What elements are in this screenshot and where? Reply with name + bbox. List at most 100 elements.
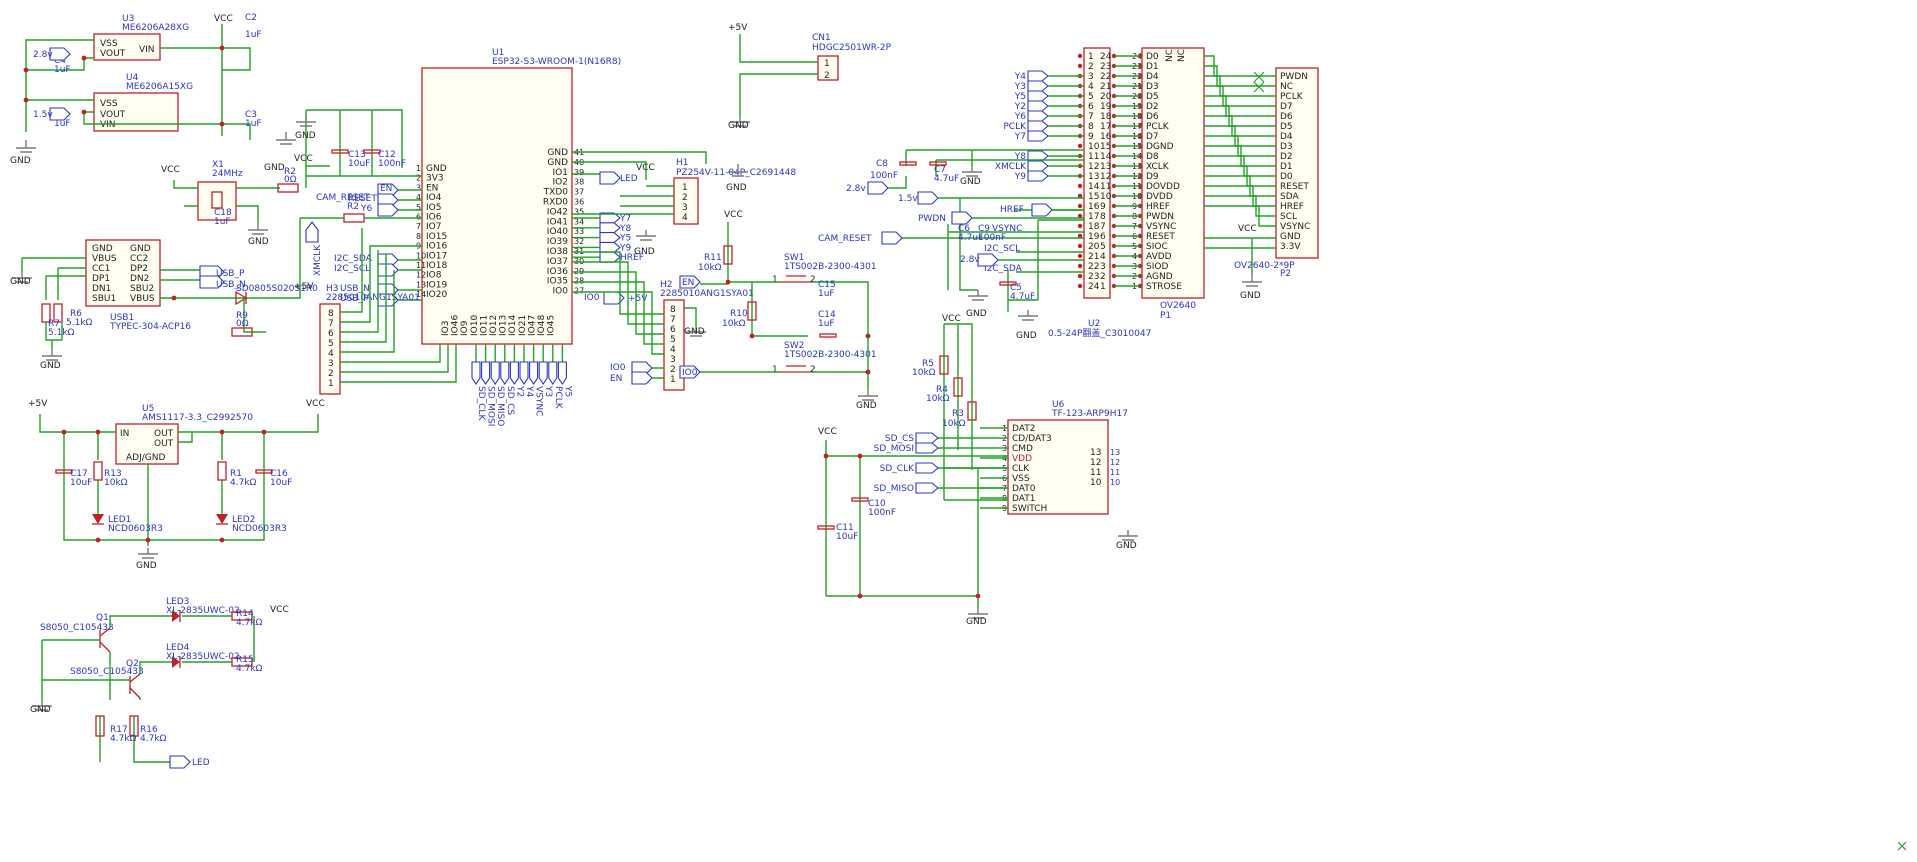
mcu-pin-label: IO11 (479, 315, 489, 336)
bottom-net-label: Y5 (562, 385, 572, 397)
net-label-usb-n (199, 275, 225, 289)
camera-pin-label: SIOD (1146, 262, 1168, 272)
fpc-net-label: Y9 (1014, 172, 1026, 182)
mcu-pin-label: IO18 (426, 261, 447, 271)
svg-text:6: 6 (1100, 232, 1106, 242)
svg-text:1.5v: 1.5v (33, 110, 53, 120)
svg-text:10uF: 10uF (270, 478, 292, 488)
net-label-1v5 (49, 107, 71, 121)
svg-text:10uF: 10uF (348, 159, 370, 169)
mcu-pin-label: IO19 (426, 280, 447, 290)
svg-text:VBUS: VBUS (92, 254, 117, 264)
camera-pin-label: AGND (1146, 272, 1173, 282)
mcu-pin-label: IO40 (547, 227, 568, 237)
svg-text:13: 13 (1088, 172, 1099, 182)
transistor-q2: Q2 S8050_C105433 (70, 659, 144, 699)
svg-text:R14: R14 (236, 609, 254, 619)
svg-text:CAM_RESET: CAM_RESET (818, 234, 872, 244)
sd-net-label: SD_CLK (880, 464, 915, 474)
svg-text:23: 23 (1100, 62, 1111, 72)
svg-text:4: 4 (1100, 252, 1106, 262)
svg-text:11: 11 (1090, 468, 1101, 478)
svg-text:6: 6 (670, 325, 676, 335)
svg-text:VCC: VCC (270, 605, 289, 615)
svg-text:ME6206A15XG: ME6206A15XG (126, 82, 193, 92)
svg-text:2: 2 (810, 275, 816, 285)
svg-text:XL-2835UWC-02: XL-2835UWC-02 (166, 606, 240, 616)
fpc-net-label: Y8 (1014, 152, 1026, 162)
svg-text:10kΩ: 10kΩ (698, 263, 722, 273)
svg-text:C7: C7 (934, 165, 946, 175)
svg-text:6: 6 (1088, 102, 1094, 112)
mcu-pin-label: IO12 (489, 315, 499, 336)
svg-text:2: 2 (824, 71, 830, 81)
svg-text:4.7uF: 4.7uF (1010, 292, 1035, 302)
transistor-q1: Q1 S8050_C105433 (40, 613, 114, 653)
svg-text:0Ω: 0Ω (284, 175, 297, 185)
svg-text:19: 19 (1088, 232, 1100, 242)
header-h2: H2 2285010ANG1SYA01 (660, 280, 754, 391)
svg-text:37: 37 (574, 188, 584, 197)
svg-text:17: 17 (1100, 122, 1111, 132)
fpc-net-label: PCLK (1003, 122, 1027, 132)
mcu-pin-label: IO4 (426, 193, 442, 203)
svg-text:VCC: VCC (636, 163, 655, 173)
svg-text:100nF: 100nF (378, 159, 406, 169)
mcu-esp32: U1 ESP32-S3-WROOM-1(N16R8) (421, 48, 621, 345)
svg-text:2.8v: 2.8v (33, 50, 53, 60)
svg-text:2: 2 (670, 365, 676, 375)
mcu-pin-label: GND (547, 158, 568, 168)
svg-text:39: 39 (574, 168, 584, 177)
svg-text:11: 11 (1110, 468, 1120, 477)
svg-text:VIN: VIN (100, 120, 116, 130)
p2-pin-label: PCLK (1280, 92, 1304, 102)
svg-text:3: 3 (328, 359, 334, 369)
sd-pin-label: CLK (1012, 464, 1030, 474)
svg-text:SW1: SW1 (784, 253, 804, 263)
svg-text:8: 8 (1088, 122, 1094, 132)
svg-text:CC2: CC2 (130, 254, 148, 264)
svg-text:GND: GND (10, 156, 31, 166)
svg-text:7: 7 (328, 319, 334, 329)
svg-text:16: 16 (1100, 132, 1112, 142)
svg-text:VCC: VCC (294, 154, 313, 164)
camera-pin-label: D7 (1146, 132, 1159, 142)
svg-text:2: 2 (1088, 62, 1094, 72)
svg-text:GND: GND (726, 183, 747, 193)
svg-text:ADJ/GND: ADJ/GND (126, 453, 165, 463)
mcu-pin-label: IO13 (499, 315, 509, 336)
svg-text:R9: R9 (236, 311, 248, 321)
svg-text:C13: C13 (348, 150, 366, 160)
svg-text:GND: GND (728, 121, 749, 131)
svg-text:10: 10 (1100, 192, 1112, 202)
camera-header-p2-pins: PWDNNCPCLKD7D6D5D4D3D2D1D0RESETSDAHREFSC… (1280, 72, 1310, 252)
svg-text:SW2: SW2 (784, 341, 804, 351)
svg-text:GND: GND (960, 177, 981, 187)
camera-pin-label: STROSE (1146, 282, 1182, 292)
camera-pin-label: SIOC (1146, 242, 1168, 252)
svg-text:+5V: +5V (294, 282, 314, 292)
svg-text:H1: H1 (676, 158, 689, 168)
sd-pin-label: DAT2 (1012, 424, 1035, 434)
svg-text:GND: GND (1016, 331, 1037, 341)
svg-text:1uF: 1uF (245, 119, 262, 129)
svg-text:9: 9 (1088, 132, 1094, 142)
svg-text:1uF: 1uF (54, 119, 71, 129)
svg-text:ME6206A28XG: ME6206A28XG (122, 23, 189, 33)
svg-text:USB1: USB1 (110, 313, 134, 323)
mcu-pin-label: IO1 (553, 168, 568, 178)
sd-pin-label: DAT0 (1012, 484, 1036, 494)
svg-text:2: 2 (682, 193, 688, 203)
svg-text:GND: GND (30, 705, 51, 715)
ldo-u4: U4 ME6206A15XG VSS VOUT VIN (93, 73, 193, 132)
svg-text:6: 6 (416, 213, 421, 222)
svg-text:11: 11 (1100, 182, 1111, 192)
svg-text:OUT: OUT (154, 429, 174, 439)
svg-text:VIN: VIN (139, 45, 155, 55)
svg-text:23: 23 (1088, 272, 1099, 282)
svg-text:10kΩ: 10kΩ (104, 478, 128, 488)
svg-text:18: 18 (1088, 222, 1100, 232)
regulator-ams1117: U5 AMS1117-3.3_C2992570 IN OUT OUT ADJ/G… (115, 404, 253, 465)
svg-text:HDGC2501WR-2P: HDGC2501WR-2P (812, 43, 892, 53)
